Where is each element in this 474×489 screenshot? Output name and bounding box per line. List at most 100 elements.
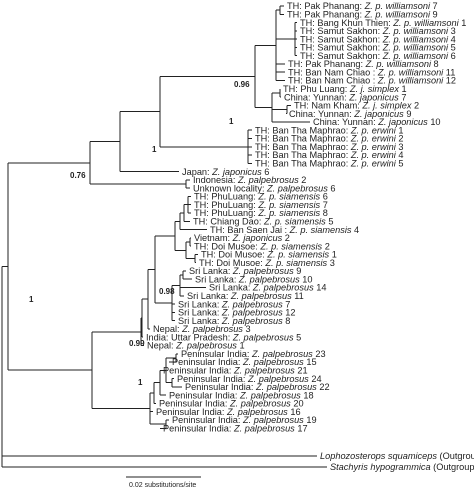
tip-label: Peninsular India: Z. palpebrosus 24	[177, 374, 322, 384]
tip-locality: China: Yunnan:	[289, 109, 354, 119]
support-label: 0.76	[70, 171, 86, 180]
tip-label: Sri Lanka: Z. palpebrosus 9	[189, 266, 301, 276]
tip-number: 9	[404, 109, 412, 119]
tip-number: 6	[262, 167, 270, 177]
tip-species: Z. p. siamensis	[257, 200, 320, 210]
tip-number: 6	[328, 183, 336, 193]
tip-label: TH: Bang Khun Thien: Z. p. williamsoni 1	[300, 18, 466, 28]
tip-label: China: Yunnan: Z. japonicus 9	[289, 109, 411, 119]
tip-species: Z. p. siamensis	[289, 225, 352, 235]
tip-number: 17	[295, 423, 308, 433]
tip-locality: TH: Ban Tha Maphrao:	[255, 134, 351, 144]
tip-locality: TH: Doi Musoe:	[201, 250, 267, 260]
tip-species: Z. j. simplex	[349, 84, 399, 94]
tip-number: 10	[428, 117, 441, 127]
tip-label: TH: Phu Luang: Z. j. simplex 1	[283, 84, 407, 94]
tip-locality: Peninsular India:	[177, 374, 248, 384]
tip-label: TH: Ban Tha Maphrao: Z. p. erwini 3	[255, 142, 403, 152]
tip-species: Lophozosterops squamiceps	[320, 451, 437, 461]
tip-species: Z. p. williamsoni	[392, 18, 459, 28]
tip-number: 2	[322, 241, 330, 251]
tip-label: TH: Ban Tha Maphrao: Z. p. erwini 4	[255, 150, 403, 160]
tip-species: Z. p. williamsoni	[377, 76, 444, 86]
tip-label: TH: PhuLuang: Z. p. siamensis 8	[194, 208, 328, 218]
tip-locality: Peninsular India:	[172, 357, 243, 367]
tip-label: TH: Samut Sakhon: Z. p. williamsoni 5	[300, 43, 456, 53]
tip-locality: TH: Samut Sakhon:	[300, 43, 383, 53]
tip-locality: TH: Samut Sakhon:	[300, 51, 383, 61]
tip-locality: Peninsular India:	[169, 390, 240, 400]
tip-number: 4	[448, 34, 456, 44]
tip-label: TH: PhuLuang: Z. p. siamensis 6	[194, 192, 328, 202]
tip-locality: Sri Lanka:	[178, 316, 222, 326]
tip-label: TH: Ban Nam Chiao : Z. p. williamsoni 11	[288, 67, 455, 77]
tip-number: 7	[430, 1, 438, 11]
tip-label: TH: PhuLuang: Z. p. siamensis 7	[194, 200, 328, 210]
tip-species: Z. p. erwini	[350, 142, 397, 152]
tip-number: 1	[237, 341, 245, 351]
tip-number: 23	[313, 349, 326, 359]
tip-locality: India: Uttar Pradesh:	[146, 332, 233, 342]
tip-label: Peninsular India: Z. palpebrosus 21	[163, 366, 308, 376]
tip-species: Z. palpebrosus	[221, 299, 283, 309]
tip-number: 2	[282, 233, 290, 243]
tip-locality: Sri Lanka:	[189, 266, 233, 276]
tip-label: Sri Lanka: Z. palpebrosus 11	[187, 291, 304, 301]
tip-label: TH: Doi Musoe: Z. p. siamensis 1	[201, 250, 337, 260]
tip-species: Z. palpebrosus	[229, 399, 291, 409]
tip-locality: Nepal:	[153, 324, 182, 334]
tip-label: India: Uttar Pradesh: Z. palpebrosus 5	[146, 332, 301, 342]
tip-species: Z. japonicus	[353, 109, 404, 119]
tip-number: 1	[459, 18, 467, 28]
tip-locality: Sri Lanka:	[178, 299, 222, 309]
tip-species: Z. p. williamsoni	[377, 67, 444, 77]
tip-species: Z. palpebrosus	[247, 374, 309, 384]
tip-locality: TH: PhuLuang:	[194, 208, 258, 218]
tip-number: 20	[291, 399, 304, 409]
tip-label: Stachyris hypogrammica (Outgroup)	[330, 462, 474, 472]
tip-number: 4	[351, 225, 359, 235]
tip-number: 6	[448, 51, 456, 61]
tip-locality: Peninsular India:	[185, 382, 256, 392]
tip-number: 6	[320, 192, 328, 202]
tip-species: Z. p. siamensis	[263, 216, 326, 226]
tip-label: Sri Lanka: Z. palpebrosus 8	[178, 316, 290, 326]
tip-locality: Peninsular India:	[159, 399, 230, 409]
tip-locality: TH: Phu Luang:	[283, 84, 350, 94]
tip-number: 4	[396, 150, 404, 160]
tip-number: 10	[300, 274, 313, 284]
tip-number: 18	[301, 390, 314, 400]
tip-number: 9	[430, 9, 438, 19]
tip-species: Z. p. erwini	[350, 150, 397, 160]
tip-label: China: Yunnan: Z. japonicus 7	[284, 92, 406, 102]
tip-number: 2	[396, 134, 404, 144]
tip-locality: TH: Ban Tha Maphrao:	[255, 150, 351, 160]
tip-number: 1	[396, 125, 404, 135]
tip-species: Z. p. siamensis	[257, 208, 320, 218]
tip-number: 8	[283, 316, 291, 326]
tip-species: Z. palpebrosus	[255, 382, 317, 392]
tip-locality: TH: Ban Tha Maphrao:	[255, 125, 351, 135]
tip-label: Lophozosterops squamiceps (Outgroup)	[320, 451, 474, 461]
tip-species: Z. japonicus	[348, 92, 399, 102]
support-label: 1	[152, 145, 157, 154]
tip-label: China: Yunnan: Z. japonicus 10	[313, 117, 441, 127]
tip-number: 5	[294, 332, 302, 342]
tip-species: Z. palpebrosus	[266, 183, 328, 193]
tip-label: Sri Lanka: Z. palpebrosus 10	[195, 274, 312, 284]
tip-species: Z. palpebrosus	[239, 390, 301, 400]
tip-label: Japan: Z. japonicus 6	[182, 167, 269, 177]
tip-species: Z. p. erwini	[350, 159, 397, 169]
tip-label: TH: Samut Sakhon: Z. p. williamsoni 6	[300, 51, 456, 61]
tip-number: 14	[314, 283, 327, 293]
tip-label: Nepal: Z. palpebrosus 3	[153, 324, 251, 334]
tip-locality: TH: Doi Musoe:	[199, 258, 265, 268]
tip-species: Z. p. williamsoni	[364, 1, 431, 11]
tip-species: Z. palpebrosus	[251, 349, 313, 359]
tip-number: 9	[294, 266, 302, 276]
tip-label: Peninsular India: Z. palpebrosus 19	[172, 415, 317, 425]
tip-label: Peninsular India: Z. palpebrosus 16	[156, 407, 301, 417]
tip-species: Z. palpebrosus	[233, 423, 295, 433]
tip-number: 2	[299, 175, 307, 185]
